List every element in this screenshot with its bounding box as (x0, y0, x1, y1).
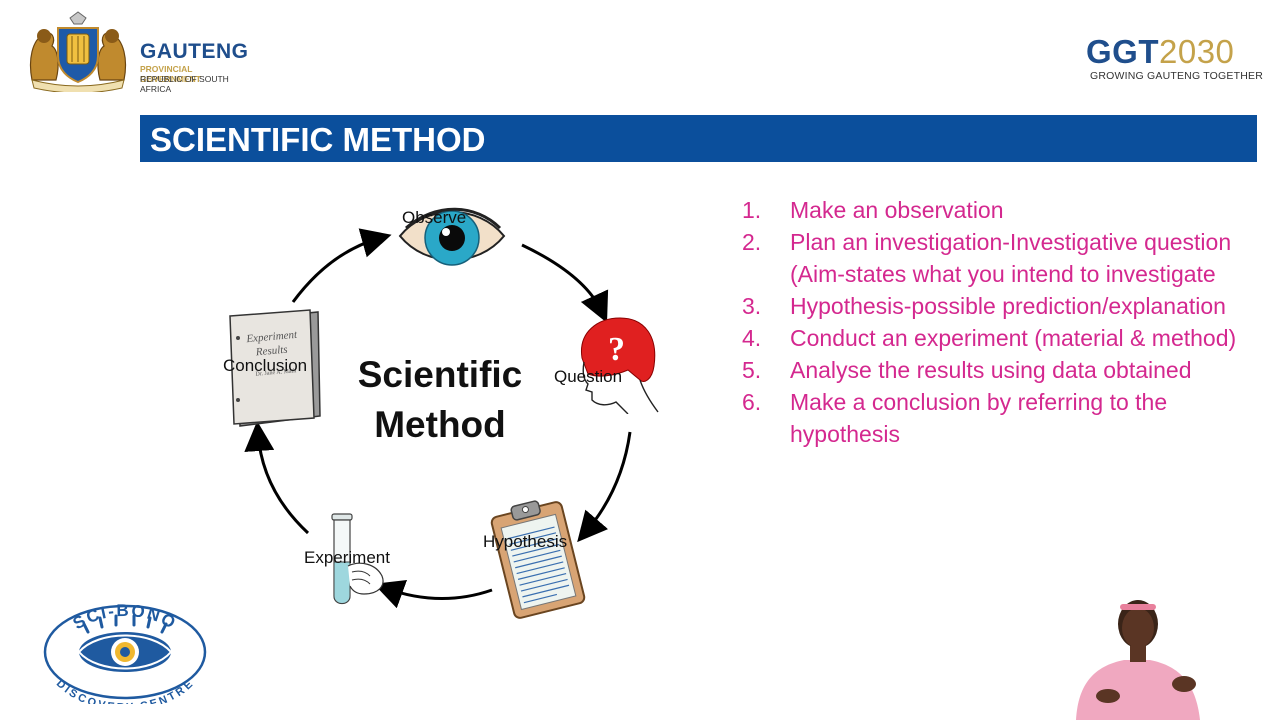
step-text: Make an observation (790, 197, 1004, 223)
gauteng-logo: GAUTENG PROVINCIAL GOVERNMENT REPUBLIC O… (22, 10, 252, 94)
label-conclusion: Conclusion (223, 356, 308, 375)
interpreter-video (1062, 588, 1212, 720)
interpreter-figure (1076, 600, 1200, 720)
center-line1: Scientific (357, 354, 523, 395)
step-number: 6. (742, 389, 762, 415)
step-item: 4. Conduct an experiment (material & meth… (742, 322, 1252, 354)
book-line3: Dr. Jane A. Math (255, 368, 296, 378)
step-text: Hypothesis-possible prediction/explanati… (790, 293, 1226, 319)
label-observe: Observe (402, 208, 467, 227)
steps-list: 1. Make an observation 2. Plan an investig… (742, 194, 1252, 450)
arrow-hypothesis-to-experiment (373, 580, 493, 609)
step-number: 1. (742, 197, 762, 223)
clipboard-icon (490, 500, 586, 619)
ggt-wordmark: GGT2030 (1086, 34, 1266, 70)
gauteng-name: GAUTENG (140, 40, 249, 63)
diagram-center-title: Scientific Method (340, 350, 540, 450)
gauteng-line1: PROVINCIAL GOVERNMENT (140, 64, 201, 84)
ggt-year: 2030 (1159, 33, 1235, 70)
step-text: Analyse the results using data obtained (790, 357, 1192, 383)
scientific-method-cycle: Observe ? Question Hypothesis (200, 190, 670, 630)
book-line2: Results (254, 344, 288, 359)
title-banner: SCIENTIFIC METHOD (140, 115, 1257, 162)
cycle-arrows (244, 228, 632, 609)
arrow-observe-to-question (521, 243, 609, 323)
center-line2: Method (374, 404, 506, 445)
book-line1: Experiment (245, 329, 298, 346)
step-number: 3. (742, 293, 762, 319)
step-item: 2. Plan an investigation-Investigative qu… (742, 226, 1252, 290)
slide-title: SCIENTIFIC METHOD (150, 121, 486, 158)
eye-icon (398, 207, 506, 266)
arrow-experiment-to-conclusion (244, 421, 310, 535)
ggt-prefix: GGT (1086, 33, 1159, 70)
head-question-icon: ? (581, 317, 659, 414)
step-item: 1. Make an observation (742, 194, 1252, 226)
label-hypothesis: Hypothesis (483, 532, 568, 551)
arrow-conclusion-to-observe (291, 228, 392, 303)
svg-text:?: ? (608, 331, 625, 368)
book-icon: Experiment Results Dr. Jane A. Math (229, 309, 321, 427)
step-item: 3. Hypothesis-possible prediction/explana… (742, 290, 1252, 322)
ggt2030-logo: GGT2030 GROWING GAUTENG TOGETHER (1086, 34, 1266, 86)
test-tube-hand-icon (331, 513, 384, 605)
gauteng-line2: REPUBLIC OF SOUTH AFRICA (140, 74, 229, 94)
arrow-question-to-hypothesis (577, 431, 632, 543)
step-number: 5. (742, 357, 762, 383)
steps-list-container: 1. Make an observation 2. Plan an investig… (742, 194, 1252, 450)
step-number: 4. (742, 325, 762, 351)
step-text: Conduct an experiment (material & method… (790, 325, 1237, 351)
step-item: 5. Analyse the results using data obtaine… (742, 354, 1252, 386)
step-item: 6. Make a conclusion by referring to the … (742, 386, 1252, 450)
label-experiment: Experiment (304, 548, 390, 567)
step-text: Plan an investigation-Investigative ques… (790, 229, 1232, 287)
ggt-tagline: GROWING GAUTENG TOGETHER (1090, 70, 1264, 82)
coat-of-arms-icon (29, 11, 127, 92)
step-number: 2. (742, 229, 762, 255)
label-question: Question (554, 367, 623, 386)
scibono-eye-logo: SCI-BONO DISCOVERY CENTRE (43, 601, 207, 704)
step-text: Make a conclusion by referring to the hy… (790, 389, 1168, 447)
